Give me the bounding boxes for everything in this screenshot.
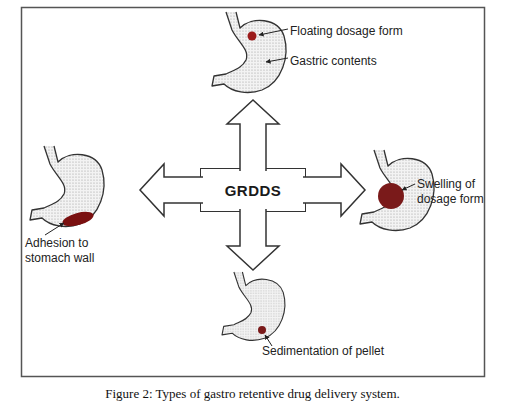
block-arrow [227,209,279,270]
stomach-panel: Swelling of dosage form [365,145,490,245]
leader-line [45,223,64,235]
stomach-panel: Sedimentation of pellet [200,270,420,362]
frame-border [22,8,485,377]
block-arrow [227,100,279,171]
mechanism-label: Swelling of dosage form [417,177,489,207]
sedimented-pellet [258,326,266,334]
block-arrow [140,164,203,216]
figure-caption: Figure 2: Types of gastro retentive drug… [0,386,505,402]
leader-line [266,58,288,62]
mechanism-label: Sedimentation of pellet [262,344,417,359]
stomach-panel: Floating dosage formGastric contents [200,10,440,100]
stomach-illustration [212,12,286,92]
mechanism-label: Floating dosage form [290,24,440,39]
mechanism-label: Gastric contents [290,54,440,69]
hub-box: GRDDS [200,168,306,212]
swollen-dosage [378,183,404,209]
leader-line [259,29,288,35]
hub-label: GRDDS [225,183,282,198]
leader-line [402,184,415,190]
stomach-illustration [30,146,104,226]
adhered-dosage [61,209,95,229]
stomach-illustration [222,272,285,340]
stomach-panel: Adhesion to stomach wall [22,145,140,272]
mechanism-label: Adhesion to stomach wall [25,236,117,266]
floating-dosage [248,32,257,41]
block-arrow [303,164,365,216]
